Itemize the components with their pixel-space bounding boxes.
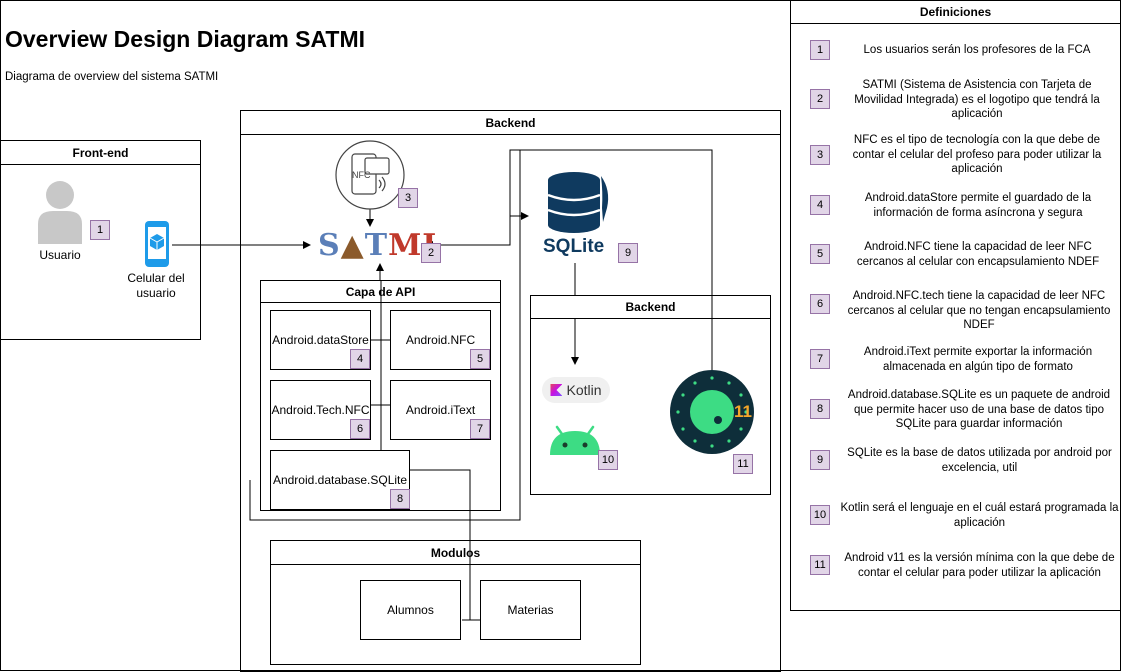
def-text-3: NFC es el tipo de tecnología con la que …: [852, 134, 1102, 175]
api-layer-header: Capa de API: [261, 281, 500, 303]
module-alumnos: Alumnos: [360, 580, 461, 640]
def-text-2: SATMI (Sistema de Asistencia con Tarjeta…: [854, 79, 1100, 120]
satmi-logo: S▲TMI: [318, 228, 438, 263]
api-tech-nfc-label: Android.Tech.NFC: [271, 403, 370, 417]
api-nfc-label: Android.NFC: [405, 333, 476, 347]
page-subtitle: Diagrama de overview del sistema SATMI: [5, 71, 219, 83]
def-text-7: Android.iText permite exportar la inform…: [863, 346, 1093, 373]
def-badge-3: 3: [810, 145, 830, 165]
modules-container: Modulos: [270, 540, 641, 665]
def-badge-6: 6: [810, 294, 830, 314]
phone-icon: [142, 220, 172, 268]
badge-11: 11: [733, 454, 753, 474]
badge-2: 2: [421, 243, 441, 263]
api-layer-container: Capa de API: [260, 280, 501, 511]
def-text-11: Android v11 es la versión mínima con la …: [844, 552, 1115, 579]
android-icon: [548, 425, 602, 457]
kotlin-icon: [550, 384, 563, 396]
def-text-1: Los usuarios serán los profesores de la …: [863, 44, 1091, 56]
android11-logo: [670, 370, 755, 455]
phone-label: Celular del usuario: [127, 271, 185, 300]
api-datastore-label: Android.dataStore: [272, 333, 369, 347]
frontend-header: Front-end: [1, 141, 200, 165]
def-badge-8: 8: [810, 399, 830, 419]
module-alumnos-label: Alumnos: [387, 603, 434, 617]
def-text-8: Android.database.SQLite es un paquete de…: [847, 389, 1111, 430]
sqlite-label: SQLite: [543, 236, 605, 257]
def-text-10: Kotlin será el lenguaje en el cuál estar…: [840, 502, 1119, 529]
edge-android11: [509, 149, 713, 370]
badge-8: 8: [390, 489, 410, 509]
badge-3: 3: [398, 188, 418, 208]
badge-9: 9: [618, 243, 638, 263]
backend-header: Backend: [241, 111, 780, 135]
def-text-6: Android.NFC.tech tiene la capacidad de l…: [847, 290, 1111, 331]
badge-7: 7: [470, 419, 490, 439]
def-badge-10: 10: [810, 505, 830, 525]
kotlin-logo: Kotlin: [542, 377, 610, 403]
nfc-icon: [335, 140, 405, 210]
module-materias: Materias: [480, 580, 581, 640]
badge-10: 10: [598, 450, 618, 470]
def-badge-9: 9: [810, 450, 830, 470]
nfc-icon-text: NFC: [352, 170, 371, 180]
def-badge-7: 7: [810, 349, 830, 369]
page-title: Overview Design Diagram SATMI: [5, 26, 366, 52]
api-itext-label: Android.iText: [405, 403, 476, 417]
badge-5: 5: [470, 349, 490, 369]
def-badge-1: 1: [810, 40, 830, 60]
user-icon: [37, 180, 83, 244]
badge-4: 4: [350, 349, 370, 369]
def-badge-2: 2: [810, 89, 830, 109]
user-label: Usuario: [39, 248, 81, 262]
def-text-5: Android.NFC tiene la capacidad de leer N…: [856, 241, 1100, 268]
api-nfc: Android.NFC: [390, 310, 491, 370]
module-materias-label: Materias: [507, 603, 554, 617]
sqlite-icon: [545, 170, 615, 240]
inner-backend-header: Backend: [531, 296, 770, 319]
edge-backend-loop: [249, 150, 521, 521]
inner-backend-container: Backend: [530, 295, 771, 495]
def-text-4: Android.dataStore permite el guardado de…: [864, 192, 1092, 219]
kotlin-label: Kotlin: [566, 382, 602, 398]
api-sqlite: Android.database.SQLite: [270, 450, 410, 510]
api-sqlite-label: Android.database.SQLite: [272, 473, 408, 487]
def-text-9: SQLite es la base de datos utilizada por…: [847, 447, 1112, 474]
def-badge-5: 5: [810, 244, 830, 264]
def-badge-4: 4: [810, 195, 830, 215]
frontend-container: Front-end: [0, 140, 201, 340]
badge-1: 1: [90, 220, 110, 240]
modules-header: Modulos: [271, 541, 640, 565]
android11-label: 11: [734, 402, 752, 421]
definitions-panel: Definiciones: [790, 0, 1121, 611]
edge-sqlite-modules: [409, 469, 471, 621]
def-badge-11: 11: [810, 555, 830, 575]
definitions-header: Definiciones: [791, 1, 1120, 24]
badge-6: 6: [350, 419, 370, 439]
